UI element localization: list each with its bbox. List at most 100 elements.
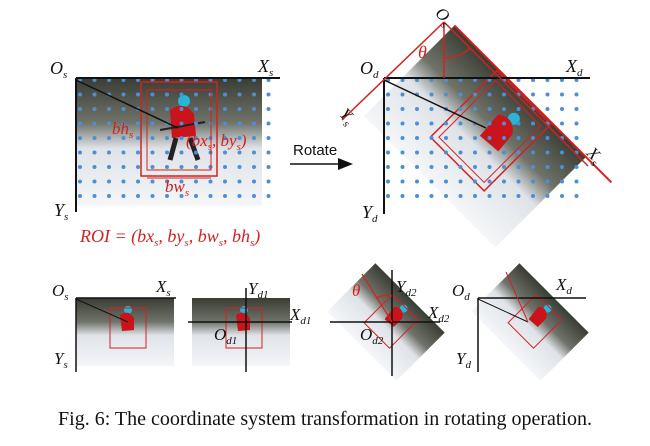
grid-dot (386, 151, 390, 155)
grid-dot (107, 107, 111, 111)
grid-dot (136, 180, 140, 184)
grid-dot (531, 93, 535, 97)
grid-dot (517, 151, 521, 155)
grid-dot (401, 165, 405, 169)
grid-dot (223, 194, 227, 198)
grid-dot (238, 180, 242, 184)
grid-dot (575, 93, 579, 97)
grid-dot (531, 180, 535, 184)
grid-dot (502, 151, 506, 155)
step-1-panel: Os Xs Ys (52, 277, 176, 372)
grid-dot (180, 151, 184, 155)
grid-dot (575, 136, 579, 140)
grid-dot (444, 93, 448, 97)
grid-dot (151, 194, 155, 198)
origin-label: Od (452, 281, 470, 303)
rotated-x-label: Xs (580, 142, 607, 169)
grid-dot (401, 136, 405, 140)
grid-dot (122, 194, 126, 198)
grid-dot (151, 107, 155, 111)
grid-dot (575, 122, 579, 126)
y-axis-label: Ys (54, 349, 68, 371)
grid-dot (560, 107, 564, 111)
grid-dot (459, 93, 463, 97)
grid-dot (209, 180, 213, 184)
grid-dot (430, 136, 434, 140)
grid-dot (459, 151, 463, 155)
grid-dot (386, 122, 390, 126)
grid-dot (93, 165, 97, 169)
x-axis-label: Xd (565, 56, 583, 79)
grid-dot (151, 122, 155, 126)
grid-dot (136, 165, 140, 169)
grid-dot (267, 194, 271, 198)
grid-dot (473, 107, 477, 111)
rotated-origin-label: Os (429, 3, 456, 30)
origin-label: Od (360, 58, 379, 81)
grid-dot (430, 165, 434, 169)
grid-dot (267, 122, 271, 126)
grid-dot (502, 180, 506, 184)
grid-dot (560, 194, 564, 198)
grid-dot (401, 151, 405, 155)
grid-dot (415, 107, 419, 111)
grid-dot (165, 165, 169, 169)
grid-dot (459, 165, 463, 169)
grid-dot (267, 165, 271, 169)
grid-dot (78, 180, 82, 184)
grid-dot (401, 107, 405, 111)
grid-dot (473, 165, 477, 169)
grid-dot (267, 136, 271, 140)
grid-dot (223, 151, 227, 155)
theta-label: θ (352, 281, 360, 300)
grid-dot (517, 107, 521, 111)
grid-dot (122, 107, 126, 111)
grid-dot (267, 180, 271, 184)
grid-dot (107, 165, 111, 169)
grid-dot (238, 107, 242, 111)
grid-dot (502, 107, 506, 111)
grid-dot (444, 165, 448, 169)
grid-dot (194, 194, 198, 198)
grid-dot (502, 122, 506, 126)
grid-dot (252, 107, 256, 111)
grid-dot (575, 107, 579, 111)
grid-dot (546, 194, 550, 198)
grid-dot (252, 93, 256, 97)
grid-dot (531, 122, 535, 126)
grid-dot (386, 165, 390, 169)
grid-dot (459, 194, 463, 198)
grid-dot (252, 122, 256, 126)
grid-dot (517, 180, 521, 184)
grid-dot (238, 165, 242, 169)
grid-dot (180, 93, 184, 97)
grid-dot (444, 136, 448, 140)
grid-dot (444, 151, 448, 155)
grid-dot (415, 151, 419, 155)
grid-dot (238, 93, 242, 97)
roi-formula: ROI = (bxs, bys, bws, bhs) (79, 226, 260, 249)
grid-dot (488, 107, 492, 111)
grid-dot (180, 107, 184, 111)
grid-dot (386, 93, 390, 97)
grid-dot (107, 180, 111, 184)
grid-dot (122, 151, 126, 155)
grid-dot (502, 93, 506, 97)
grid-dot (386, 136, 390, 140)
grid-dot (151, 136, 155, 140)
grid-dot (78, 151, 82, 155)
x-axis-label: Xs (257, 56, 273, 79)
grid-dot (401, 194, 405, 198)
grid-dot (459, 107, 463, 111)
grid-dot (93, 136, 97, 140)
grid-dot (473, 151, 477, 155)
grid-dot (560, 93, 564, 97)
grid-dot (415, 136, 419, 140)
grid-dot (107, 122, 111, 126)
grid-dot (180, 122, 184, 126)
grid-dot (93, 194, 97, 198)
grid-dot (473, 194, 477, 198)
y-axis-label: Yd (456, 349, 471, 371)
source-panel: Os Xs Ys bhs bws (bxs, bys) ROI = (bxs, … (50, 56, 280, 249)
grid-dot (107, 194, 111, 198)
